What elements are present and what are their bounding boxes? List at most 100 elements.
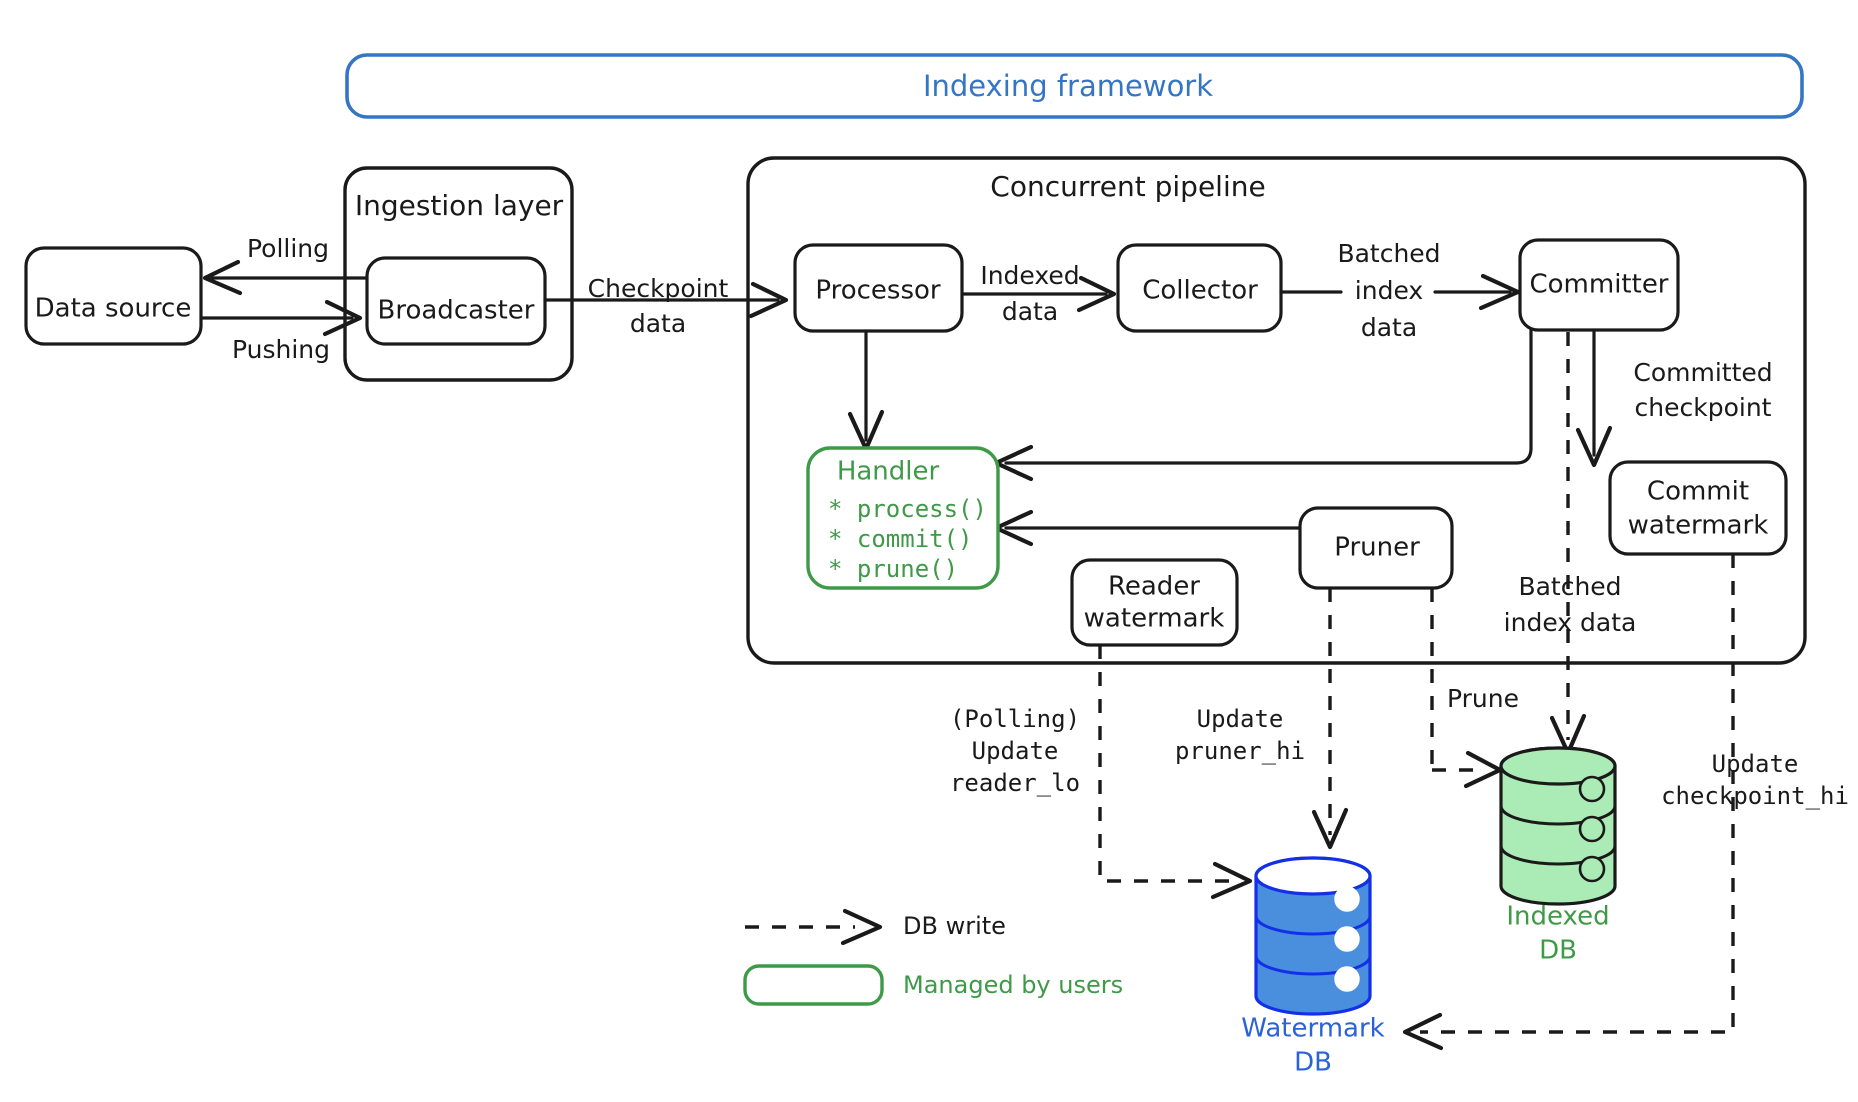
edge-pruner-to-handler	[993, 509, 1301, 547]
watermark-db-top	[1254, 856, 1372, 896]
update-reader-lo-label-3: reader_lo	[950, 769, 1080, 797]
checkpoint-data-label-1: Checkpoint	[588, 274, 729, 303]
update-pruner-hi-label-2: pruner_hi	[1175, 737, 1305, 765]
node-processor[interactable]: Processor	[793, 243, 964, 333]
reader-watermark-box[interactable]	[1070, 558, 1239, 647]
ingestion-layer-label: Ingestion layer	[355, 189, 564, 222]
batched-index-data-db-label-2: index data	[1504, 608, 1637, 637]
node-reader-watermark[interactable]: Reader watermark	[1070, 558, 1239, 647]
handler-title: Handler	[837, 457, 940, 487]
update-checkpoint-hi-label-2: checkpoint_hi	[1661, 782, 1849, 810]
watermark-db-dot-3	[1334, 966, 1360, 992]
edge-checkpoint-data: Checkpoint data	[543, 274, 789, 338]
commit-watermark-label-2: watermark	[1628, 511, 1769, 541]
update-reader-lo-label-1: (Polling)	[950, 705, 1080, 733]
processor-label: Processor	[815, 276, 941, 306]
legend: DB write Managed by users	[743, 908, 1123, 1006]
batched-index-data-label-1: Batched	[1337, 239, 1440, 268]
committer-label: Committer	[1529, 270, 1668, 300]
edge-update-checkpoint-hi: Update checkpoint_hi	[1402, 554, 1849, 1051]
handler-method-process: * process()	[828, 495, 987, 523]
edge-batched-index-data-db: Batched index data	[1504, 332, 1637, 756]
update-reader-lo-label-2: Update	[972, 737, 1059, 765]
watermark-db-ring-1	[1254, 914, 1372, 936]
reader-watermark-label-2: watermark	[1084, 604, 1225, 634]
prune-label: Prune	[1447, 684, 1519, 713]
watermark-db-dot-2	[1334, 926, 1360, 952]
pushing-label: Pushing	[232, 335, 330, 364]
edge-indexed-data: Indexed data	[960, 261, 1117, 326]
edge-committer-to-handler	[993, 328, 1533, 482]
watermark-db-dot-1	[1334, 886, 1360, 912]
node-committer[interactable]: Committer	[1518, 238, 1680, 332]
pushing-arrowhead	[322, 299, 363, 337]
indexed-db-ring-1	[1499, 804, 1617, 826]
update-reader-lo-arrowhead	[1210, 861, 1253, 900]
handler-box[interactable]	[806, 446, 1000, 590]
commit-watermark-label-1: Commit	[1647, 477, 1749, 507]
database-indexed-db[interactable]: Indexed DB	[1499, 746, 1617, 966]
legend-item-db-write: DB write	[745, 908, 1006, 946]
indexing-framework-title: Indexing framework	[923, 69, 1213, 103]
node-handler[interactable]: Handler * process() * commit() * prune()	[806, 446, 1000, 590]
batched-index-data-db-label-1: Batched	[1518, 572, 1621, 601]
update-pruner-hi-label-1: Update	[1197, 705, 1284, 733]
collector-label: Collector	[1142, 276, 1258, 306]
node-collector[interactable]: Collector	[1116, 243, 1283, 333]
polling-arrowhead	[202, 259, 243, 296]
edge-update-pruner-hi: Update pruner_hi	[1175, 588, 1349, 850]
watermark-db-label-2: DB	[1294, 1048, 1332, 1078]
commit-watermark-box[interactable]	[1608, 460, 1788, 556]
indexing-framework-frame: Indexing framework	[345, 53, 1804, 119]
edge-update-reader-lo: (Polling) Update reader_lo	[950, 645, 1253, 900]
committer-handler-line	[1004, 328, 1533, 465]
edge-polling: Polling	[202, 234, 369, 296]
update-pruner-hi-arrowhead	[1311, 807, 1349, 850]
node-pruner[interactable]: Pruner	[1298, 506, 1454, 590]
indexed-db-dot-1	[1578, 775, 1606, 803]
checkpoint-data-arrowhead	[748, 281, 789, 319]
update-checkpoint-hi-arrowhead	[1402, 1012, 1444, 1051]
reader-watermark-label-1: Reader	[1108, 572, 1200, 602]
batched-index-data-label-3: data	[1361, 313, 1417, 342]
ingestion-layer-box	[343, 166, 574, 382]
edge-batched-index-data: Batched index data	[1279, 239, 1521, 342]
database-watermark-db[interactable]: Watermark DB	[1241, 856, 1385, 1078]
edge-pushing: Pushing	[199, 299, 363, 364]
concurrent-pipeline-label: Concurrent pipeline	[990, 170, 1265, 203]
edge-processor-to-handler	[847, 329, 885, 452]
indexed-db-dot-3	[1578, 855, 1606, 883]
node-commit-watermark[interactable]: Commit watermark	[1608, 460, 1788, 556]
legend-dashed-arrowhead	[840, 908, 883, 946]
edge-prune: Prune	[1430, 588, 1519, 789]
indexed-db-label-2: DB	[1539, 936, 1577, 966]
broadcaster-label: Broadcaster	[378, 296, 535, 326]
edge-committed-checkpoint: Committed checkpoint	[1575, 328, 1773, 468]
legend-managed-by-users-label: Managed by users	[903, 971, 1123, 999]
pruner-box[interactable]	[1298, 506, 1454, 590]
watermark-db-ring-2	[1254, 954, 1372, 976]
processor-box[interactable]	[793, 243, 964, 333]
node-broadcaster[interactable]: Broadcaster	[365, 256, 547, 346]
indexed-db-top	[1499, 746, 1617, 786]
legend-green-box	[743, 964, 884, 1006]
update-checkpoint-hi-label-1: Update	[1712, 750, 1799, 778]
ingestion-layer-group: Ingestion layer	[343, 166, 574, 382]
committer-box[interactable]	[1518, 238, 1680, 332]
committed-checkpoint-label-1: Committed	[1633, 358, 1772, 387]
indexed-db-label-1: Indexed	[1506, 902, 1609, 932]
batched-index-data-label-2: index	[1355, 276, 1423, 305]
data-source-label: Data source	[35, 294, 192, 324]
polling-label: Polling	[247, 234, 329, 263]
concurrent-pipeline-group: Concurrent pipeline	[746, 156, 1807, 665]
data-source-box[interactable]	[24, 246, 203, 346]
node-data-source[interactable]: Data source	[24, 246, 203, 346]
indexed-data-arrowhead	[1076, 275, 1117, 313]
collector-box[interactable]	[1116, 243, 1283, 333]
indexed-data-label-1: Indexed	[980, 261, 1079, 290]
handler-method-commit: * commit()	[828, 525, 973, 553]
update-reader-lo-line	[1098, 645, 1234, 883]
concurrent-pipeline-box	[746, 156, 1807, 665]
